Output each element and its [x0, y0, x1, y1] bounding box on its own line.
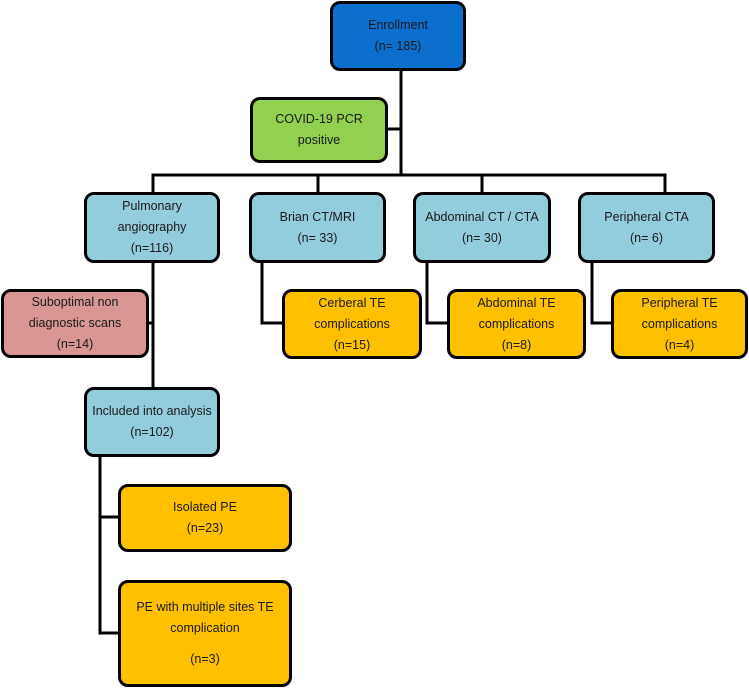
- peripheral-te-box: Peripheral TE complications (n=4): [611, 289, 748, 359]
- included-analysis-count: (n=102): [130, 425, 174, 439]
- enrollment-box: Enrollment (n= 185): [330, 1, 466, 71]
- brain-ct-mri-label: Brian CT/MRI: [279, 209, 356, 224]
- peripheral-te-label: Peripheral TE complications: [641, 295, 718, 331]
- isolated-pe-label: Isolated PE: [173, 500, 237, 514]
- cerebral-te-box: Cerberal TE complications (n=15): [282, 289, 422, 359]
- cerebral-te-count: (n=15): [333, 337, 371, 352]
- enrollment-label: Enrollment: [368, 18, 428, 32]
- brain-ct-mri-box: Brian CT/MRI (n= 33): [249, 192, 386, 263]
- pulmonary-angiography-box: Pulmonary angiography (n=116): [84, 192, 220, 263]
- peripheral-cta-count: (n= 6): [629, 230, 663, 245]
- abdominal-ct-cta-count: (n= 30): [462, 230, 502, 245]
- brain-ct-mri-count: (n= 33): [297, 230, 338, 245]
- abdominal-ct-cta-box: Abdominal CT / CTA (n= 30): [413, 192, 551, 263]
- peripheral-cta-label: Peripheral CTA: [604, 209, 689, 224]
- abdominal-ct-cta-label: Abdominal CT / CTA: [425, 209, 539, 224]
- suboptimal-scans-count: (n=14): [56, 337, 94, 351]
- pe-multiple-sites-label: PE with multiple sites TE complication: [136, 600, 274, 635]
- peripheral-cta-box: Peripheral CTA (n= 6): [578, 192, 715, 263]
- abdominal-te-label: Abdominal TE complications: [477, 295, 556, 331]
- included-analysis-box: Included into analysis (n=102): [84, 387, 220, 457]
- pe-multiple-sites-box: PE with multiple sites TE complication (…: [118, 580, 292, 687]
- included-analysis-label: Included into analysis: [92, 404, 212, 418]
- abdominal-te-count: (n=8): [501, 337, 532, 352]
- peripheral-te-count: (n=4): [664, 337, 695, 352]
- suboptimal-scans-label: Suboptimal non diagnostic scans: [28, 295, 122, 330]
- connector-cerebral: [260, 260, 284, 325]
- abdominal-te-box: Abdominal TE complications (n=8): [447, 289, 586, 359]
- isolated-pe-count: (n=23): [186, 521, 224, 535]
- pulmonary-angiography-count: (n=116): [130, 241, 174, 255]
- connector-peripheral-te: [590, 260, 613, 325]
- enrollment-count: (n= 185): [374, 39, 422, 53]
- covid-positive-box: COVID-19 PCR positive: [250, 97, 388, 163]
- covid-positive-label: COVID-19 PCR positive: [275, 112, 363, 147]
- suboptimal-scans-box: Suboptimal non diagnostic scans (n=14): [1, 289, 149, 358]
- isolated-pe-box: Isolated PE (n=23): [118, 484, 292, 552]
- pulmonary-angiography-label: Pulmonary angiography: [117, 199, 187, 234]
- pe-multiple-sites-count: (n=3): [190, 652, 220, 666]
- connector-abdominal-te: [425, 260, 449, 325]
- cerebral-te-label: Cerberal TE complications: [314, 295, 390, 331]
